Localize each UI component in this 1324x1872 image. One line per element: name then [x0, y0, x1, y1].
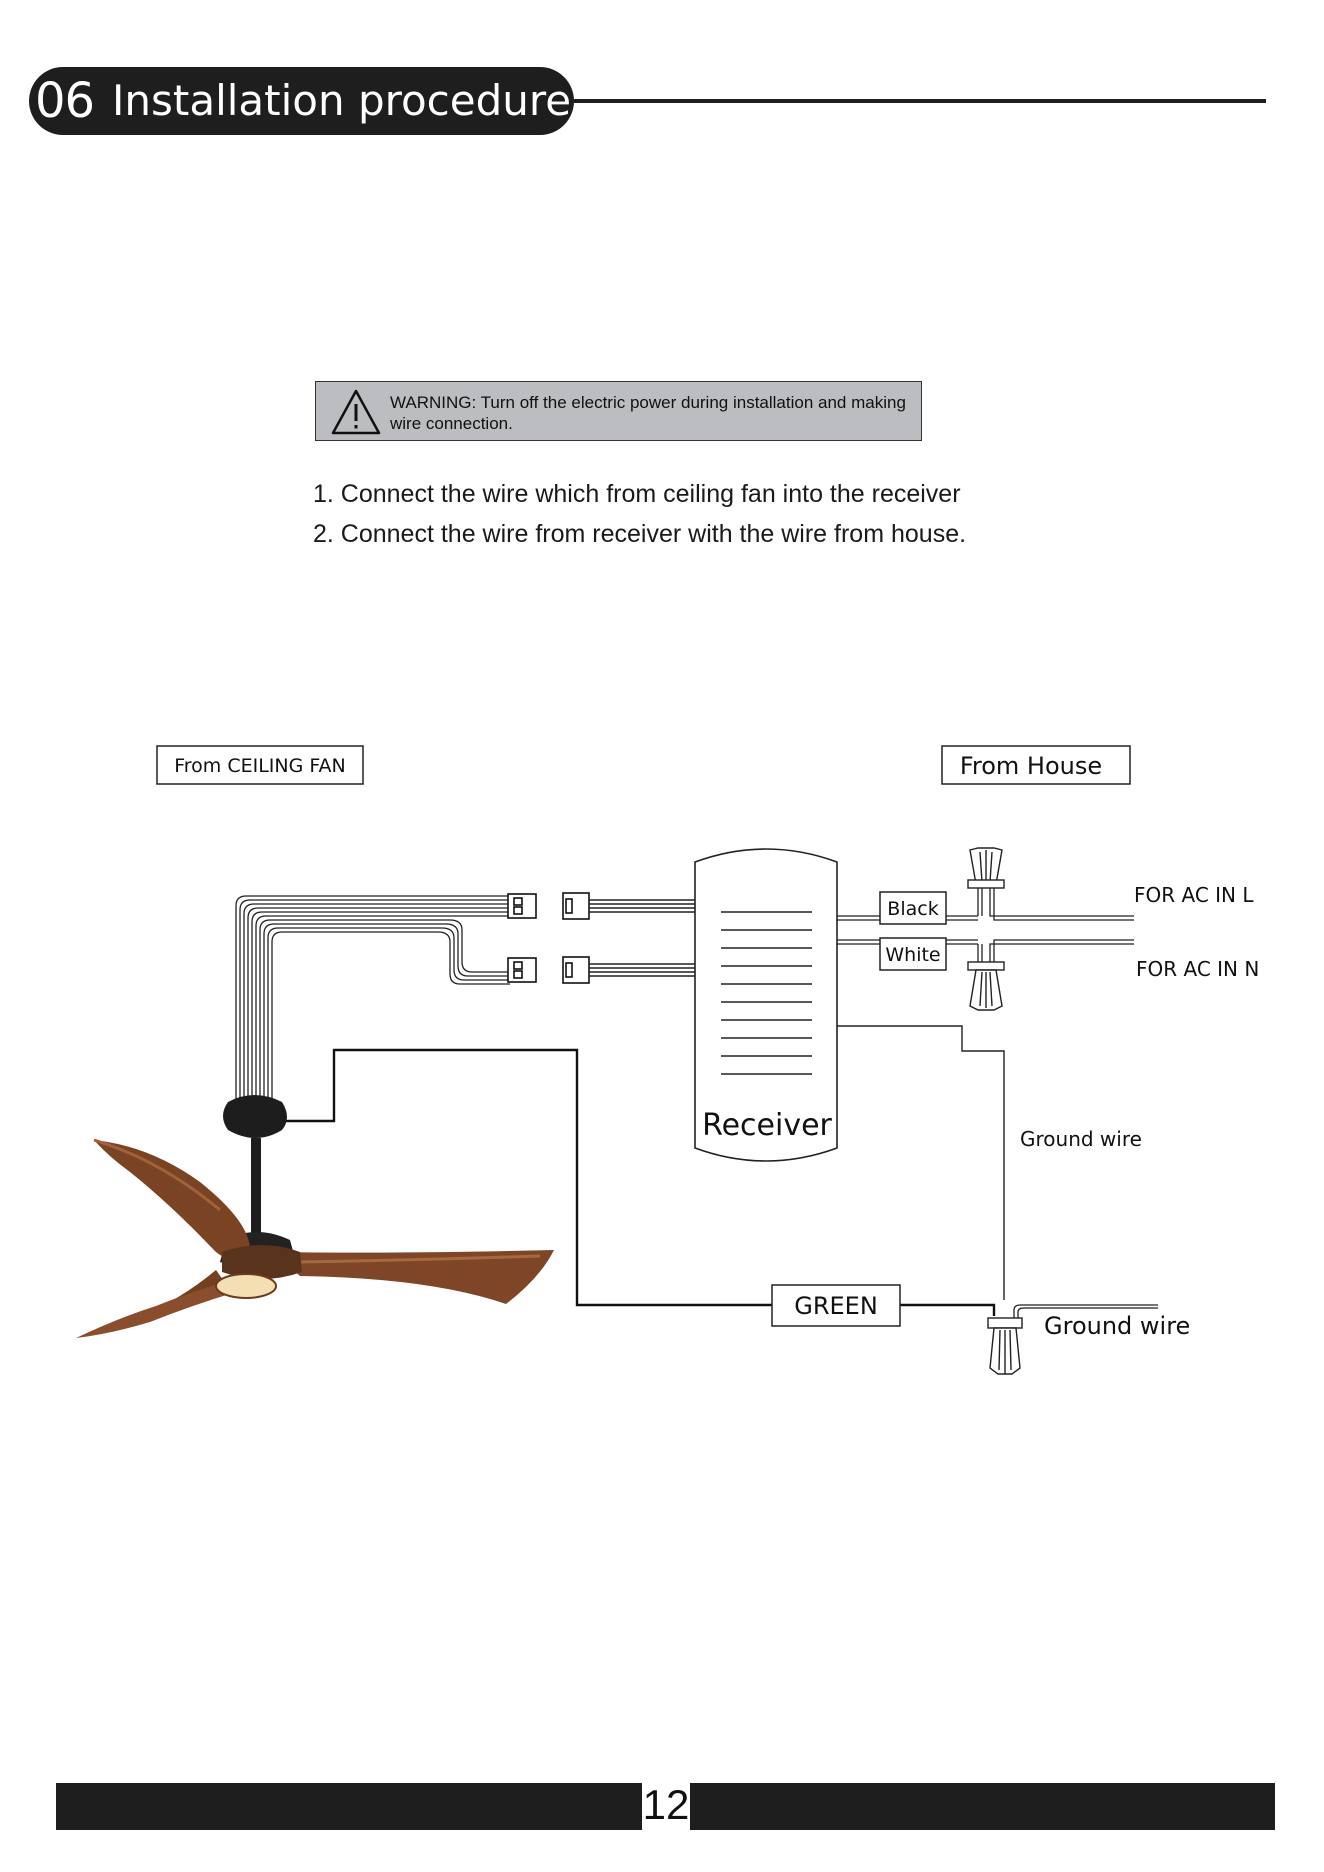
- white-wire-label: White: [885, 944, 940, 966]
- from-ceiling-fan-box: [156, 745, 364, 785]
- footer-bar-left: [56, 1783, 642, 1830]
- from-house-label: From House: [960, 752, 1102, 780]
- section-number: 06: [35, 73, 95, 129]
- ceiling-fan-illustration: [76, 1095, 554, 1338]
- ac-in-l-label: FOR AC IN L: [1134, 883, 1254, 907]
- fan-wire-bundle: [235, 895, 510, 1100]
- receiver-label: Receiver: [702, 1108, 832, 1143]
- section-title: Installation procedure: [112, 76, 572, 125]
- header-rule: [574, 99, 1266, 103]
- from-ceiling-fan-label: From CEILING FAN: [174, 755, 346, 777]
- ground-wire-upper-label: Ground wire: [1020, 1127, 1142, 1151]
- warning-box: WARNING: Turn off the electric power dur…: [315, 381, 922, 441]
- fan-canopy: [223, 1095, 287, 1138]
- footer-bar-right: [690, 1783, 1275, 1830]
- page-number: 12: [642, 1781, 690, 1828]
- step-1: 1. Connect the wire which from ceiling f…: [313, 480, 961, 508]
- fan-light: [215, 1273, 277, 1299]
- white-wire-box: [879, 937, 947, 971]
- plug-to-receiver-wires: [589, 899, 695, 977]
- green-wire-label: GREEN: [794, 1292, 878, 1320]
- section-header-pill: [29, 67, 574, 135]
- wire-nut-lower-icon: [967, 961, 1005, 1011]
- fan-blade-left: [94, 1140, 250, 1259]
- fan-downrod: [251, 1138, 261, 1234]
- fan-hub: [222, 1245, 302, 1279]
- fan-blade-right: [274, 1250, 554, 1304]
- warning-triangle-icon: [331, 389, 381, 435]
- fan-ground-wire: [286, 1048, 772, 1307]
- black-wire-label: Black: [887, 898, 938, 920]
- receiver-lines: [721, 911, 812, 1075]
- ac-in-n-label: FOR AC IN N: [1136, 957, 1259, 981]
- from-house-box: [941, 745, 1131, 785]
- receiver-body: [694, 848, 838, 1162]
- plug-lower: [507, 956, 590, 984]
- receiver-ground-wire: [837, 1025, 1005, 1300]
- green-wire-box: [771, 1284, 901, 1327]
- step-2: 2. Connect the wire from receiver with t…: [313, 520, 967, 548]
- wire-nut-ground-icon: [987, 1317, 1023, 1375]
- black-wire-box: [879, 891, 947, 925]
- warning-text: WARNING: Turn off the electric power dur…: [390, 393, 906, 433]
- wire-nut-upper-icon: [967, 847, 1005, 889]
- fan-blade-lower: [76, 1270, 230, 1338]
- ground-wire-lower-label: Ground wire: [1044, 1312, 1190, 1340]
- plug-upper: [507, 892, 590, 920]
